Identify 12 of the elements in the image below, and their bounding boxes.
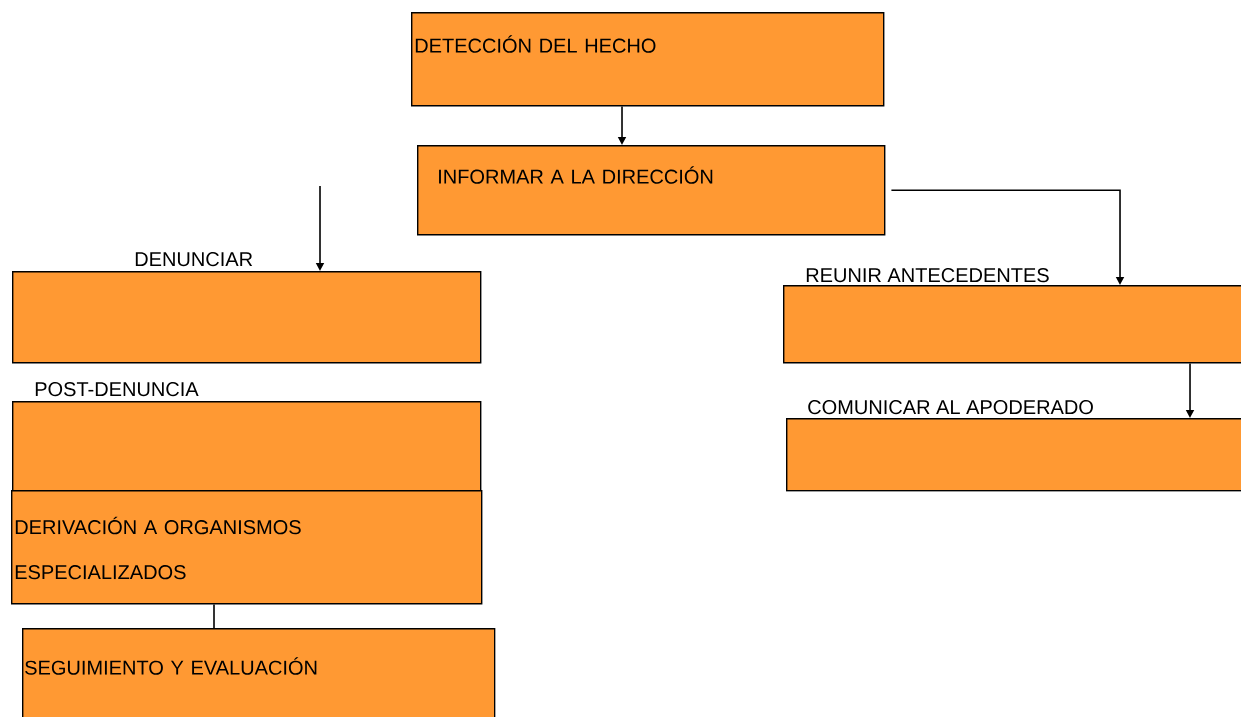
node-label: COMUNICAR AL APODERADO [808, 400, 1093, 415]
process-box: DETECCIÓN DEL HECHO [411, 12, 885, 107]
process-box: REUNIR ANTECEDENTES [783, 268, 1241, 364]
process-box: POST-DENUNCIA [12, 382, 482, 492]
node-label: POST-DENUNCIA [35, 382, 199, 397]
process-box: INFORMAR A LA DIRECCIÓN [417, 145, 886, 236]
process-box: DERIVACIÓN A ORGANISMOS ESPECIALIZADOS [11, 490, 483, 605]
node-label: REUNIR ANTECEDENTES [806, 268, 1049, 283]
process-box: DENUNCIAR [12, 252, 482, 364]
process-box: SEGUIMIENTO Y EVALUACIÓN [22, 628, 496, 717]
process-box: COMUNICAR AL APODERADO [786, 400, 1241, 492]
node-label: DENUNCIAR [135, 252, 253, 267]
